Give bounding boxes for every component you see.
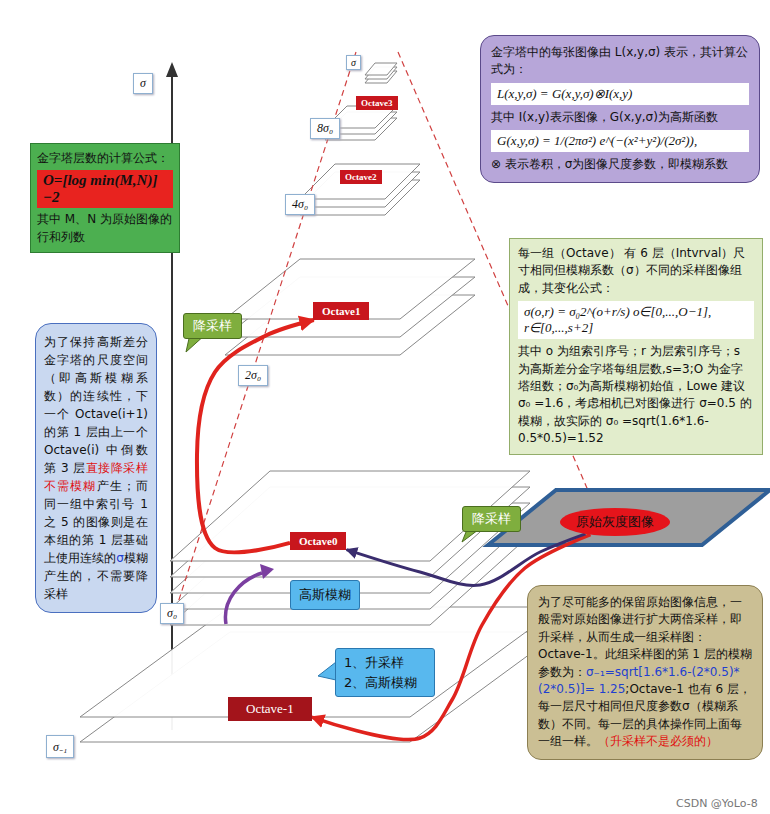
node-text: 8σ₀ [317, 121, 333, 135]
callout-label: 降采样 [462, 506, 521, 532]
node-text: 为了保持高斯差分金字塔的尺度空间（即高斯模糊系数）的连续性，下一个 Octave… [44, 335, 148, 475]
node-text: σ(o,r) = σ₀2^(o+r/s) o∈[0,...,O−1], r∈[0… [518, 301, 754, 339]
node-text: σ [140, 76, 146, 90]
node-text: 4σ₀ [292, 197, 308, 211]
callout-label: 1、升采样 2、高斯模糊 [335, 648, 435, 697]
info-box: 为了尽可能多的保留原始图像信息，一般需对原始图像进行扩大两倍采样，即升采样，从而… [527, 585, 763, 760]
axis-arrowhead [166, 62, 178, 77]
node-text: （升采样不是必须的） [598, 734, 718, 748]
node-text: 高斯模糊 [299, 587, 351, 602]
blur-arrow [225, 573, 262, 624]
octave-label: Octave-1 [228, 697, 312, 721]
info-box: 金字塔中的每张图像由 L(x,y,σ) 表示，其计算公式为： L(x,y,σ) =… [480, 35, 760, 183]
image-layer [170, 471, 530, 561]
image-layer [365, 63, 397, 75]
node-text: 降采样 [472, 511, 511, 526]
node-text: σ₋₁ [53, 740, 67, 754]
sigma-label: 8σ₀ [310, 118, 340, 139]
node-text: 2σ₀ [245, 368, 261, 382]
watermark: CSDN @YoLo-8 [676, 797, 758, 810]
sigma-label: 2σ₀ [238, 365, 268, 386]
node-text: G(x,y,σ) = 1/(2πσ²) e^(−(x²+y²)/(2σ²)), [491, 130, 749, 152]
node-text: 其中 I(x,y)表示图像，G(x,y,σ)为高斯函数 [491, 109, 749, 126]
blur-arrowhead [260, 564, 274, 579]
node-text: Octave3 [361, 98, 393, 108]
node-text: 降采样 [193, 318, 232, 333]
callout-label: 降采样 [183, 313, 242, 339]
info-box: 金字塔层数的计算公式： O=[log min(M,N)]−2其中 M、N 为原始图… [30, 143, 180, 253]
node-text: O=[log min(M,N)]−2 [37, 170, 173, 208]
sigma-label: σ₀ [160, 603, 184, 624]
node-text: 1、升采样 2、高斯模糊 [344, 655, 417, 690]
node-text: ⊗ 表示卷积，σ为图像尺度参数，即模糊系数 [491, 156, 749, 173]
octave-label: Octave1 [313, 302, 369, 320]
node-text: 金字塔层数的计算公式： [37, 150, 173, 167]
sigma-axis-label: σ [133, 73, 153, 94]
node-text: σ₀ [167, 606, 177, 620]
sigma-label: σ₋₁ [46, 735, 74, 758]
node-text: 其中 o 为组索引序号；r 为层索引序号；s 为高斯差分金字塔每组层数,s=3;… [518, 343, 754, 447]
octave-label: Octave3 [356, 96, 398, 110]
image-label: 原始灰度图像 [560, 508, 670, 536]
callout-label: 高斯模糊 [290, 580, 360, 610]
image-layer [225, 259, 475, 319]
node-text: Octave2 [345, 172, 377, 182]
node-text: Octave0 [299, 535, 337, 547]
info-box: 为了保持高斯差分金字塔的尺度空间（即高斯模糊系数）的连续性，下一个 Octave… [35, 323, 157, 613]
node-text: 金字塔中的每张图像由 L(x,y,σ) 表示，其计算公式为： [491, 44, 749, 79]
node-text: σ [351, 57, 356, 68]
node-text: Octave-1 [246, 701, 294, 716]
original-image-plane [488, 490, 770, 545]
node-text: 每一组（Octave） 有 6 层（Intvrval）尺寸相同但模糊系数（σ）不… [518, 245, 754, 297]
flow-arrow [197, 320, 314, 552]
node-text: Octave1 [322, 305, 360, 317]
sigma-label: σ [346, 55, 361, 70]
sigma-label: 4σ₀ [285, 194, 315, 215]
pyramid-edge [175, 52, 356, 612]
flow-arrow [346, 534, 585, 586]
node-text: 其中 M、N 为原始图像的行和列数 [37, 211, 173, 246]
node-text: σ [116, 551, 124, 565]
info-box: 每一组（Octave） 有 6 层（Intvrval）尺寸相同但模糊系数（σ）不… [509, 238, 763, 455]
octave-label: Octave2 [340, 170, 382, 184]
node-text: L(x,y,σ) = G(x,y,σ)⊗I(x,y) [491, 83, 749, 105]
node-text: 原始灰度图像 [576, 514, 654, 529]
octave-label: Octave0 [290, 532, 346, 550]
callout-tail [318, 662, 336, 680]
